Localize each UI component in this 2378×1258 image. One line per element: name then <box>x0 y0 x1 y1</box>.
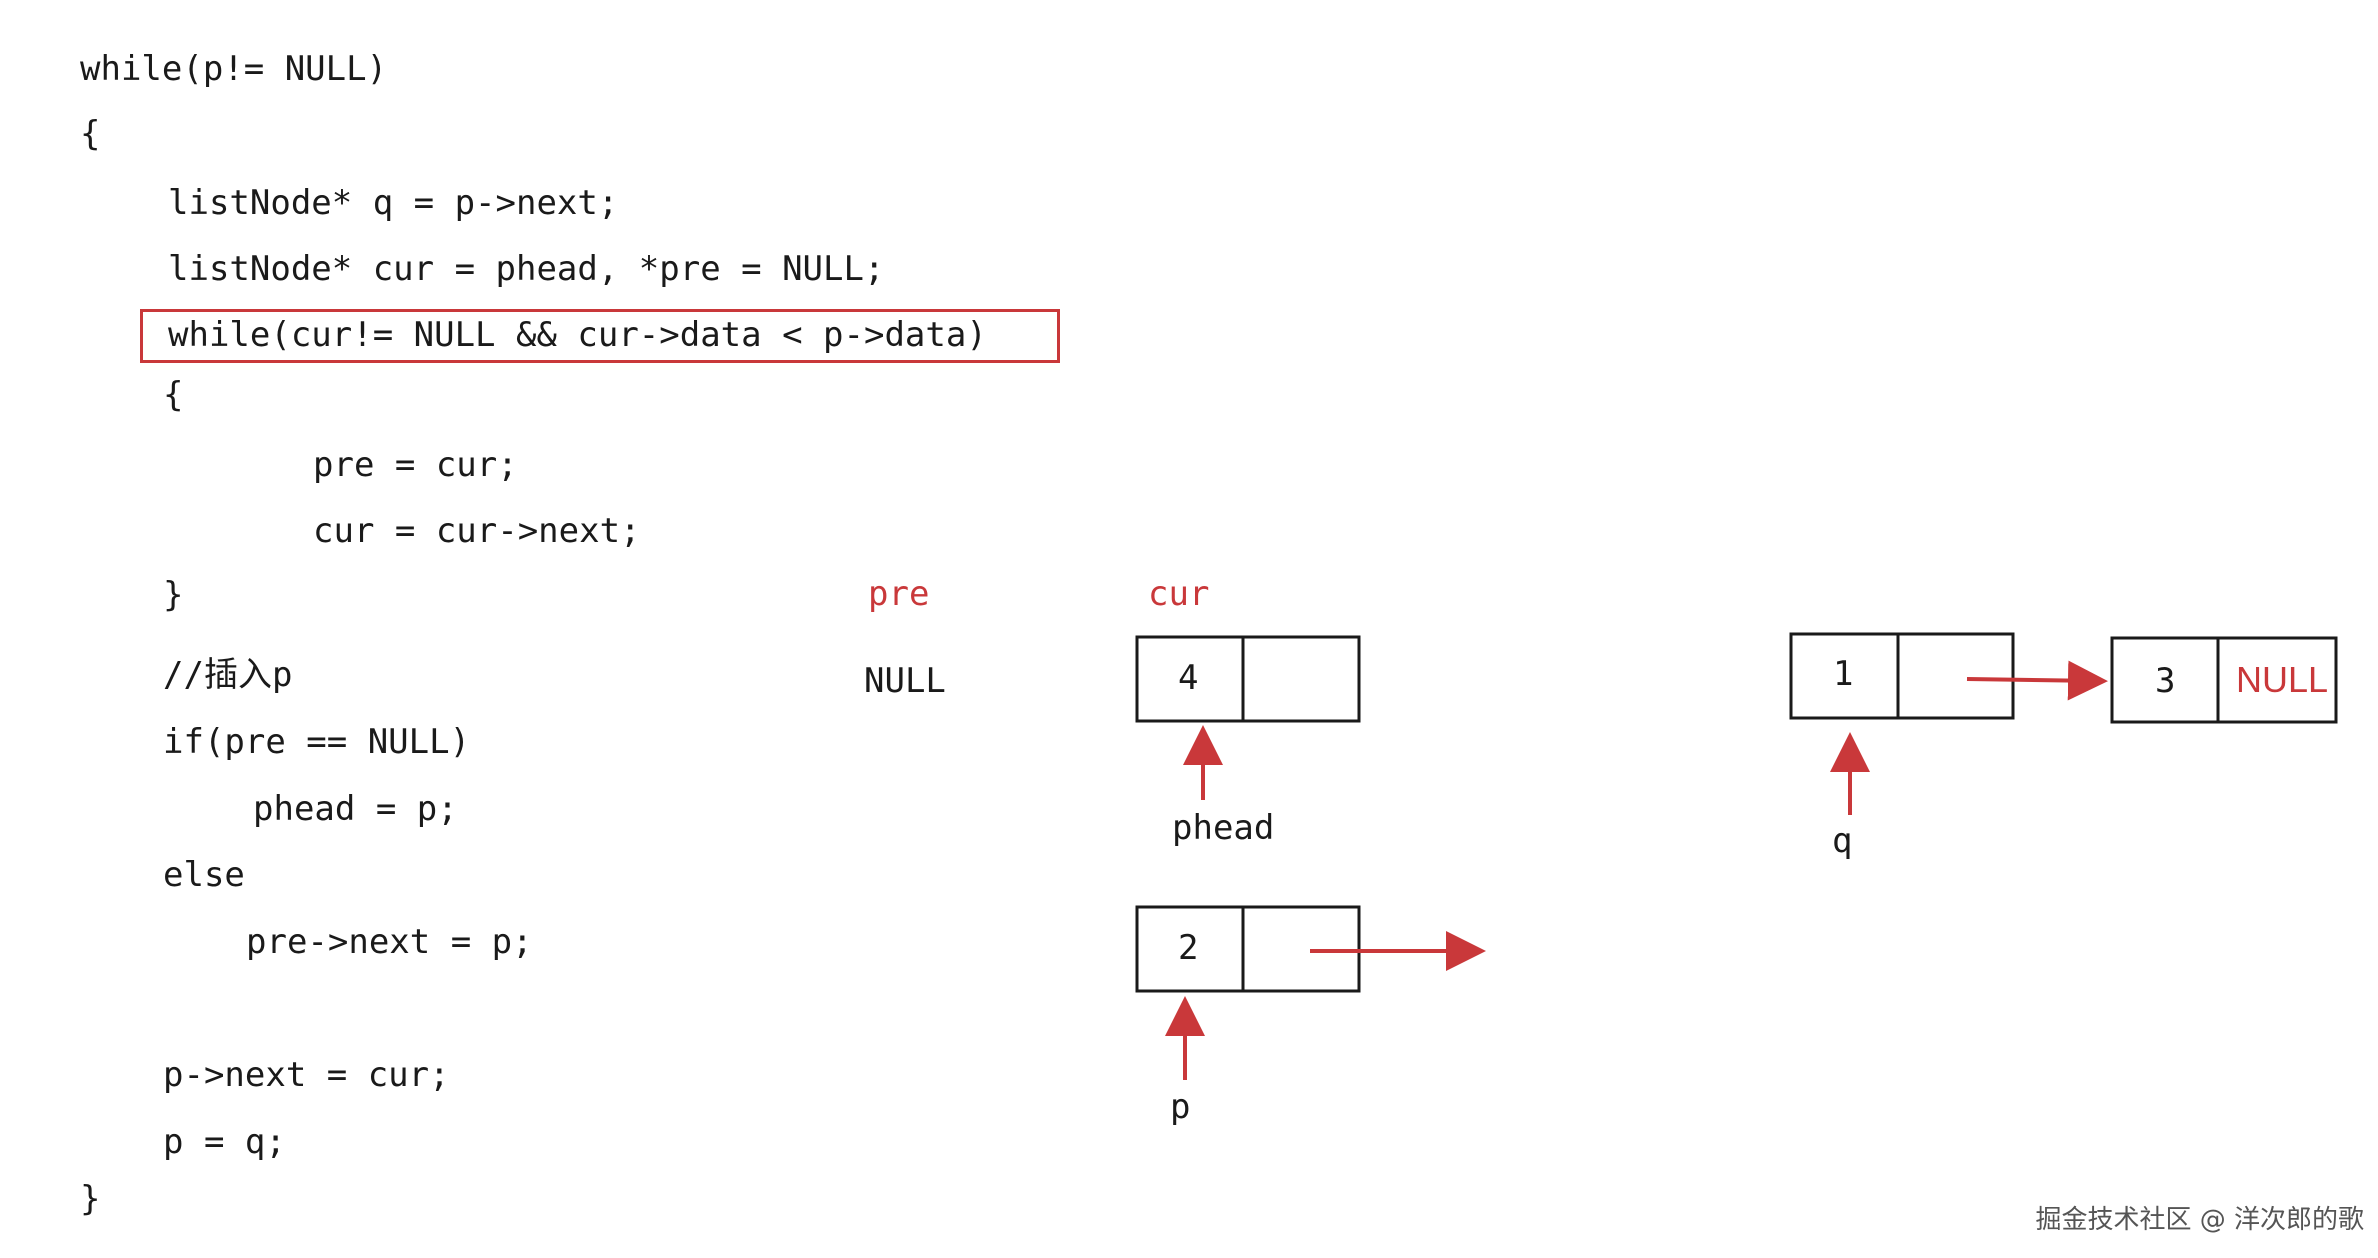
cur-label: cur <box>1148 574 1210 614</box>
code-line-3: listNode* q = p->next; <box>168 183 619 223</box>
pre-value: NULL <box>864 661 946 701</box>
code-line-10: //插入p <box>163 655 293 695</box>
phead-label: phead <box>1172 808 1275 848</box>
node-4-data: 4 <box>1178 658 1199 698</box>
node-2-data: 2 <box>1178 928 1199 968</box>
p-label: p <box>1170 1087 1191 1127</box>
q-label: q <box>1832 821 1853 861</box>
code-line-8: cur = cur->next; <box>313 511 641 551</box>
node-3-next: NULL <box>2236 659 2329 700</box>
node-1 <box>1789 632 2015 720</box>
code-line-13: else <box>163 855 245 895</box>
code-line-14: pre->next = p; <box>246 922 533 962</box>
code-line-11: if(pre == NULL) <box>163 722 471 762</box>
node-3 <box>2110 636 2338 724</box>
code-line-17: } <box>80 1179 101 1219</box>
node1-next-arrow <box>1966 660 2108 701</box>
code-line-15: p->next = cur; <box>163 1055 450 1095</box>
node-1-data: 1 <box>1833 654 1854 694</box>
highlight-box <box>140 309 1060 363</box>
code-line-5-highlighted: while(cur!= NULL && cur->data < p->data) <box>168 315 987 355</box>
code-line-6: { <box>163 375 184 415</box>
code-line-7: pre = cur; <box>313 445 518 485</box>
node-3-data: 3 <box>2155 661 2176 701</box>
code-line-16: p = q; <box>163 1122 286 1162</box>
node-4 <box>1135 635 1361 723</box>
code-line-12: phead = p; <box>253 789 458 829</box>
pre-label: pre <box>868 574 930 614</box>
code-line-4: listNode* cur = phead, *pre = NULL; <box>168 249 885 289</box>
code-line-2: { <box>80 114 101 154</box>
watermark: 掘金技术社区 @ 洋次郎的歌 <box>2035 1205 2364 1235</box>
code-line-9: } <box>163 575 184 615</box>
code-line-1: while(p!= NULL) <box>80 49 388 89</box>
